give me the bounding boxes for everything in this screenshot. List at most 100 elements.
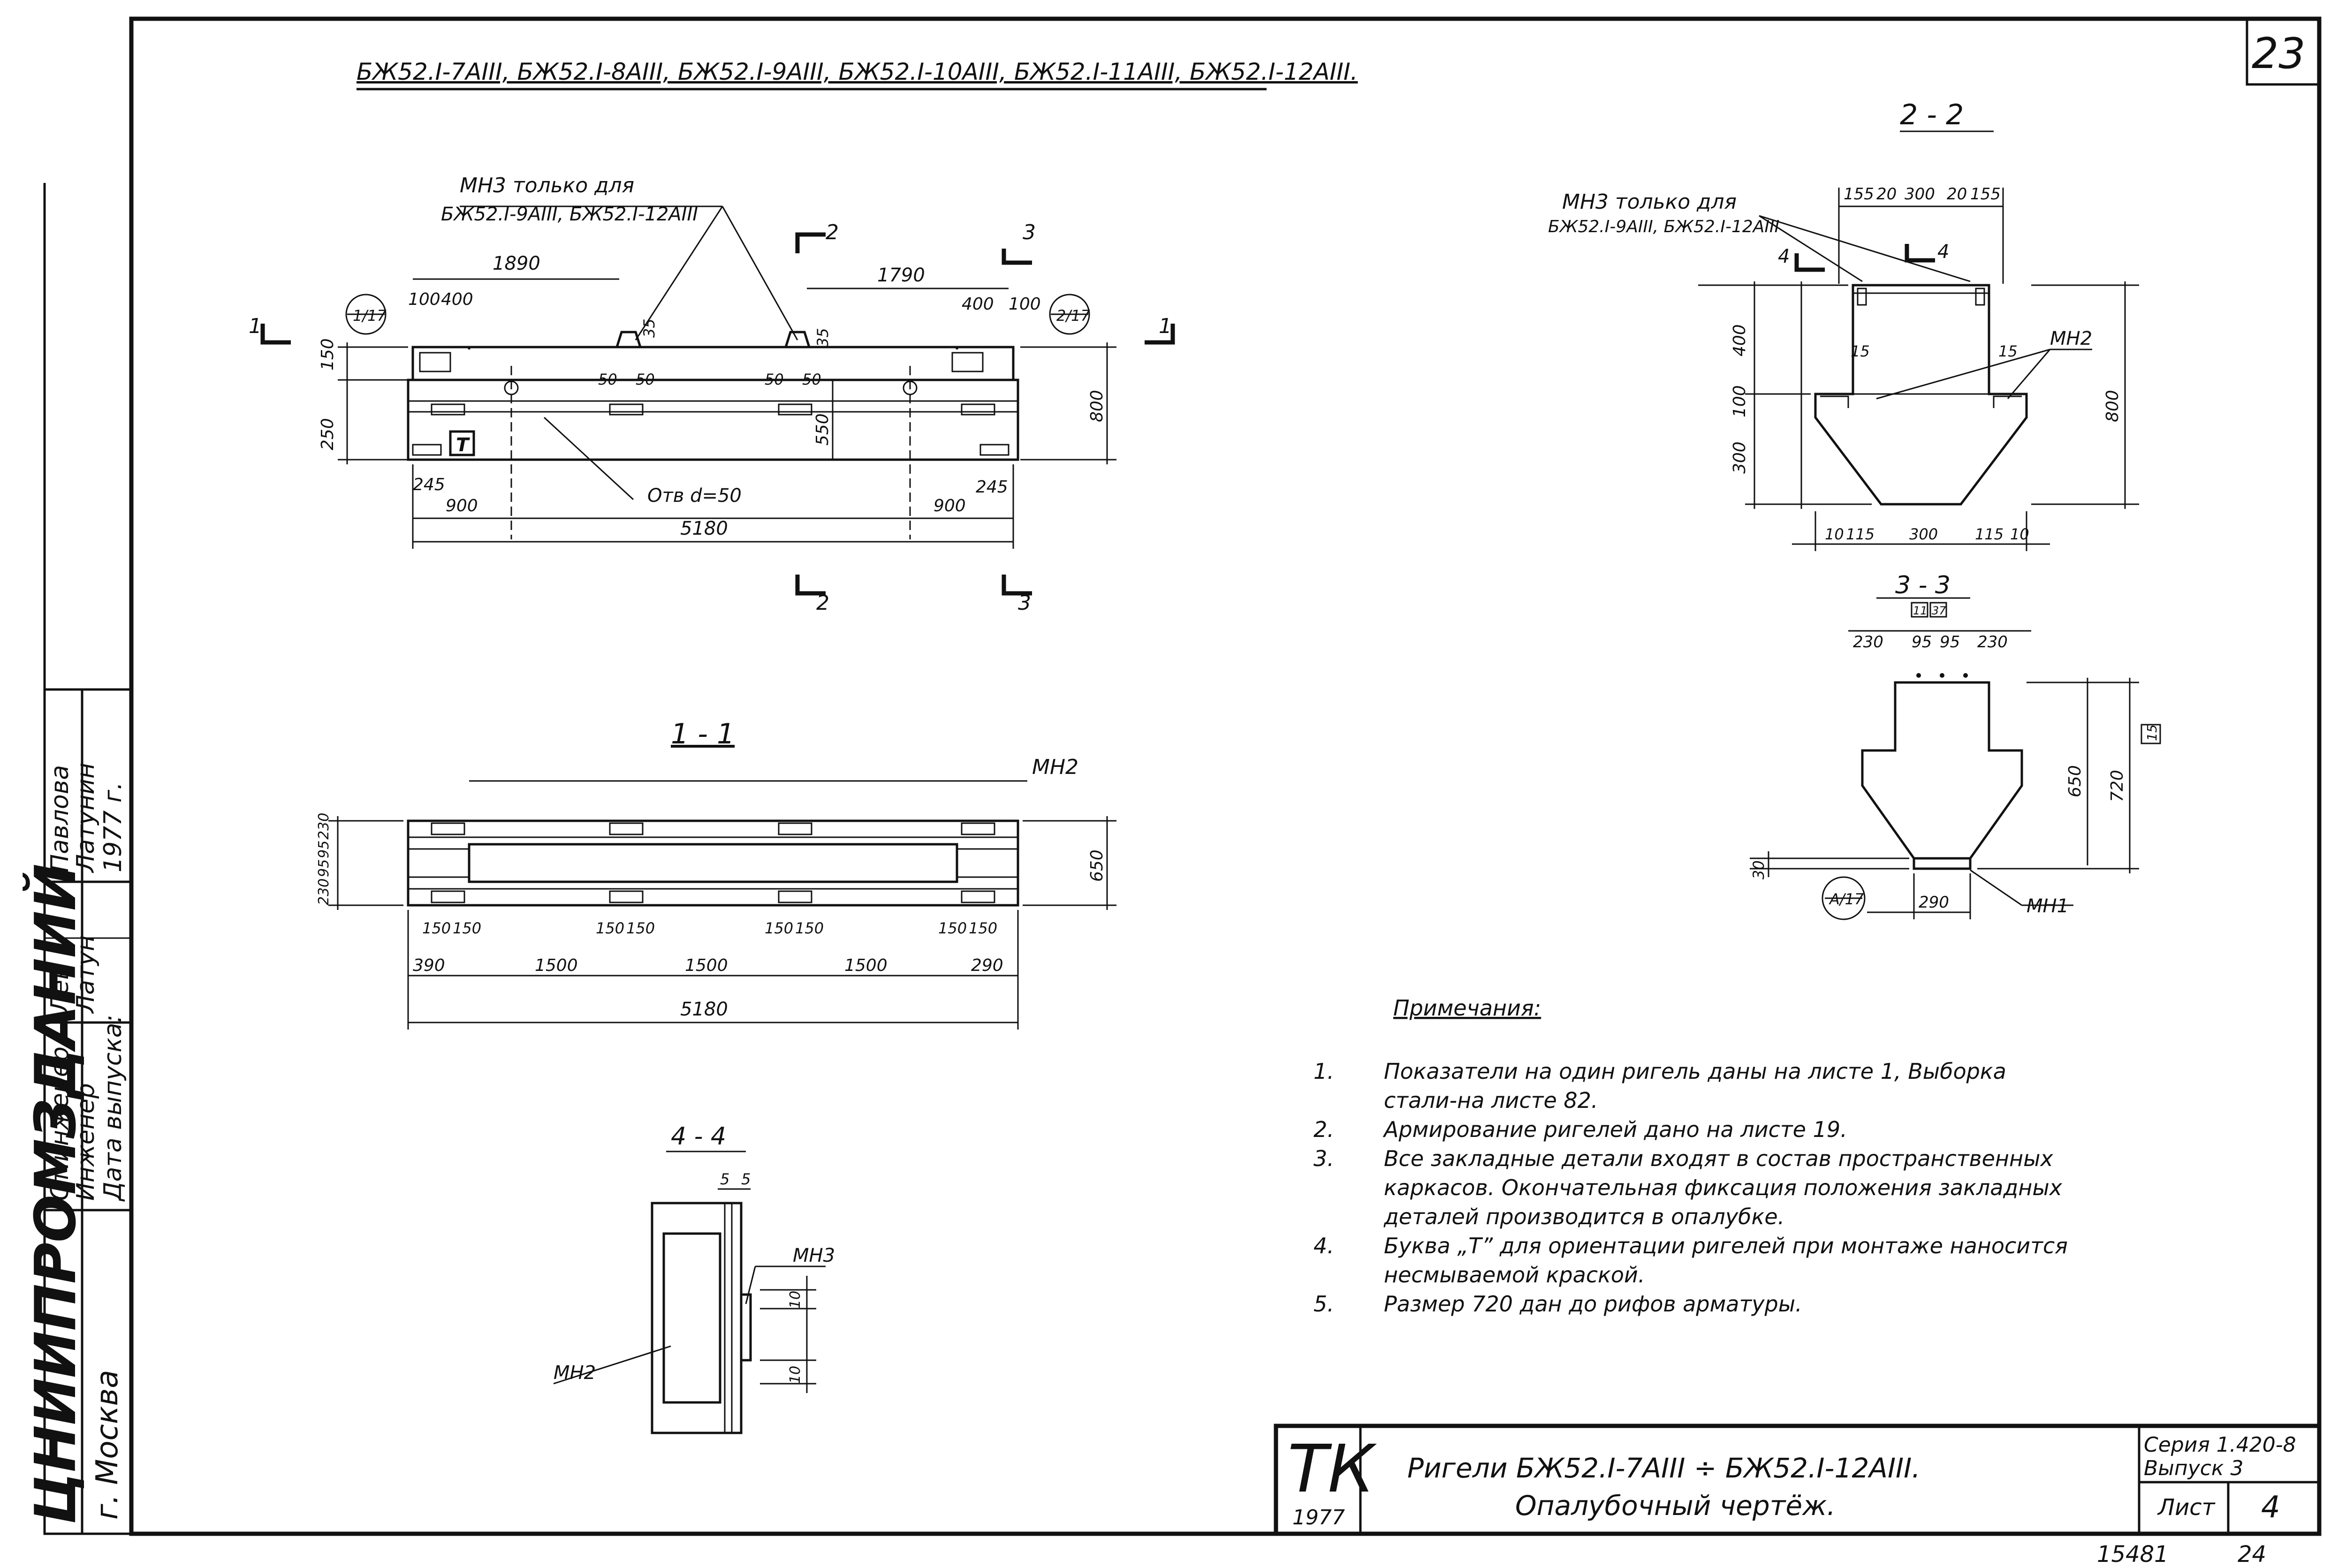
s33-t95b: 95 — [1940, 633, 1960, 651]
plan-dim-v95: 95 — [316, 841, 332, 858]
dim-35-a: 35 — [640, 318, 658, 338]
note-line: Показатели на один ригель даны на листе … — [1384, 1059, 2006, 1084]
plan-dim-650: 650 — [1087, 849, 1107, 882]
sheet-frame — [129, 16, 2322, 1536]
section-4-4-title: 4 - 4 — [671, 1122, 726, 1151]
s22-b115b: 115 — [1975, 525, 2004, 543]
note-line: Буква „Т” для ориентации ригелей при мон… — [1384, 1233, 2068, 1258]
title-sheet-number: 4 — [2261, 1490, 2280, 1525]
dim-35-b: 35 — [814, 328, 832, 347]
note-number: 4. — [1313, 1233, 1334, 1258]
s22-b300: 300 — [1909, 525, 1938, 543]
section-mark-2-bottom: 2 — [816, 591, 829, 615]
stamp-role-1: Ст.инженер — [46, 1046, 74, 1201]
title-sheet-label: Лист — [2157, 1494, 2216, 1521]
plan-dim-390: 390 — [413, 956, 445, 975]
note-number: 1. — [1313, 1059, 1334, 1084]
title-block — [1274, 1424, 2322, 1536]
title-issue: Выпуск 3 — [2144, 1456, 2243, 1480]
section-4-4 — [553, 1151, 826, 1434]
plan-1-1-title: 1 - 1 — [671, 718, 735, 750]
note-line: Армирование ригелей дано на листе 19. — [1382, 1117, 1847, 1142]
s22-top-20a: 20 — [1876, 185, 1897, 204]
note-line: Размер 720 дан до рифов арматуры. — [1384, 1291, 1802, 1317]
note-line: деталей производится в опалубке. — [1383, 1204, 1784, 1229]
section-3-3-mn1: МН1 — [2027, 895, 2069, 917]
s22-v100: 100 — [1730, 385, 1749, 417]
elevation-t-marker: Т — [456, 434, 470, 456]
section-mark-3-top: 3 — [1023, 220, 1036, 244]
plan-dim-v230: 230 — [316, 813, 332, 840]
dim-50-d: 50 — [802, 371, 821, 388]
s22-v400: 400 — [1730, 324, 1749, 356]
drawing-top-title: БЖ52.I-7АIII, БЖ52.I-8АIII, БЖ52.I-9АIII… — [357, 58, 1358, 85]
plan-dim-150-c: 150 — [596, 919, 624, 937]
plan-dim-1500-c: 1500 — [844, 956, 888, 975]
s33-t230a: 230 — [1853, 633, 1883, 651]
stamp-role-3: Дата выпуска: — [99, 1015, 127, 1202]
plan-dim-150-h: 150 — [969, 919, 997, 937]
dim-800: 800 — [1087, 390, 1107, 422]
s22-b10a: 10 — [1825, 525, 1844, 543]
dim-1790: 1790 — [877, 265, 925, 286]
section-mark-3-bottom: 3 — [1018, 591, 1031, 615]
dim-900-left: 900 — [446, 496, 478, 515]
bottom-number-right: 24 — [2238, 1541, 2266, 1568]
s33-tag15: 15 — [2144, 724, 2160, 741]
s22-b10b: 10 — [2010, 525, 2029, 543]
section-4-mark-b: 4 — [1937, 241, 1949, 263]
dim-50-c: 50 — [765, 371, 784, 388]
section-3-3-tag-b: 37 — [1932, 604, 1946, 617]
plan-dim-150-f: 150 — [795, 919, 824, 937]
plan-dim-150-g: 150 — [938, 919, 967, 937]
s22-v15b: 15 — [1998, 342, 2018, 360]
plan-dim-v230b: 230 — [316, 879, 332, 905]
note-number: 5. — [1313, 1291, 1334, 1317]
section-2-2-note-items: БЖ52.I-9АIII, БЖ52.I-12АIII — [1548, 217, 1779, 236]
section-mark-1-left: 1 — [249, 314, 262, 338]
s33-v650: 650 — [2065, 765, 2085, 797]
dim-245-left: 245 — [413, 475, 445, 494]
stamp-org: ЦНИИПРОМЗДАНИЙ — [23, 864, 89, 1524]
stamp-sign-2: Латун — [72, 935, 100, 1014]
plan-1-1 — [328, 780, 1116, 1030]
s22-v15a: 15 — [1851, 342, 1870, 360]
section-3-3-tag-a: 11 — [1913, 604, 1928, 617]
s33-t95a: 95 — [1912, 633, 1932, 651]
section-2-2 — [1698, 130, 2139, 551]
dim-100-left: 100 — [408, 290, 440, 309]
plan-dim-150-b: 150 — [453, 919, 481, 937]
s22-top-300: 300 — [1905, 185, 1935, 204]
note-line: каркасов. Окончательная фиксация положен… — [1384, 1175, 2063, 1200]
section-4-4-mn2: МН2 — [554, 1362, 596, 1384]
tk-year: 1977 — [1292, 1506, 1345, 1530]
dim-550: 550 — [813, 413, 832, 446]
plan-dim-5180: 5180 — [680, 999, 728, 1020]
plan-dim-150-d: 150 — [626, 919, 655, 937]
dim-100-right: 100 — [1009, 295, 1041, 314]
dim-900-right: 900 — [934, 496, 966, 515]
bottom-number-left: 15481 — [2097, 1541, 2169, 1568]
ref-1-17: 1/17 — [353, 307, 387, 325]
note-number: 3. — [1313, 1146, 1334, 1171]
tk-logo: ТК — [1288, 1431, 1377, 1507]
notes-heading: Примечания: — [1393, 995, 1541, 1021]
plan-dim-v95b: 95 — [316, 859, 332, 877]
dim-400-left: 400 — [441, 290, 473, 309]
stamp-city: г. Москва — [90, 1370, 125, 1520]
plan-dim-150-a: 150 — [422, 919, 451, 937]
side-stamp — [43, 183, 133, 1535]
plan-dim-1500-a: 1500 — [535, 956, 578, 975]
section-4-4-mn3: МН3 — [793, 1245, 835, 1266]
title-name-line1: Ригели БЖ52.I-7АIII ÷ БЖ52.I-12АIII. — [1407, 1452, 1920, 1484]
s22-v300: 300 — [1730, 441, 1749, 474]
elevation-note-items: БЖ52.I-9АIII, БЖ52.I-12АIII — [441, 204, 698, 225]
section-3-3-title: 3 - 3 — [1895, 571, 1951, 599]
note-line: стали-на листе 82. — [1384, 1088, 1598, 1113]
plan-1-1-mn2: МН2 — [1032, 755, 1078, 779]
elevation-hole-label: Отв d=50 — [647, 485, 742, 507]
s33-v720: 720 — [2108, 770, 2127, 802]
s22-v800: 800 — [2103, 390, 2122, 422]
elevation-view — [260, 205, 1175, 596]
page-number: 23 — [2252, 29, 2306, 78]
